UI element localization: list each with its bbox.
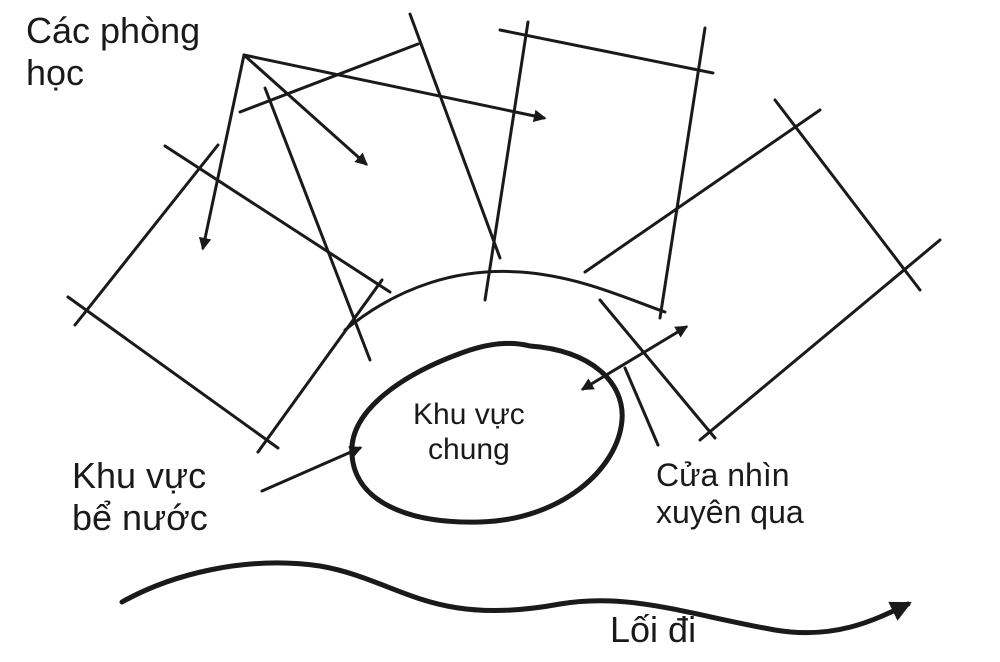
classrooms-label-line-1: Các phòng: [26, 10, 201, 51]
classroom-right: [583, 98, 942, 442]
see-through-door-label-line-2: xuyên qua: [656, 494, 804, 531]
common-area-label-line-2: chung: [428, 432, 510, 466]
walkway-arrow: [119, 560, 912, 636]
classroom-center: [483, 20, 715, 320]
common-area-label: Khu vực chung: [413, 398, 525, 468]
door-leader-line: [623, 366, 660, 447]
see-through-door-label: Cửa nhìn xuyên qua: [656, 457, 804, 531]
classroom-pointer-arrows: [198, 53, 547, 251]
pool-area-arrow: [260, 446, 363, 493]
common-area-label-line-1: Khu vực: [413, 398, 525, 431]
walkway-label-text: Lối đi: [610, 609, 697, 650]
pool-area-label-line-2: bể nước: [72, 496, 208, 538]
pool-area-label: Khu vực bể nước: [72, 455, 208, 539]
classrooms-label-line-2: học: [26, 51, 85, 93]
common-area-outline: [349, 340, 625, 525]
classrooms-label: Các phòng học: [26, 10, 200, 94]
inner-courtyard-edge: [343, 269, 667, 332]
see-through-door-label-line-1: Cửa nhìn: [656, 457, 790, 493]
see-through-door-arrow: [580, 325, 689, 391]
pool-area-label-line-1: Khu vực: [72, 455, 207, 496]
walkway-label: Lối đi: [610, 609, 696, 651]
classroom-center-left: [238, 12, 502, 362]
classroom-left: [66, 143, 392, 454]
